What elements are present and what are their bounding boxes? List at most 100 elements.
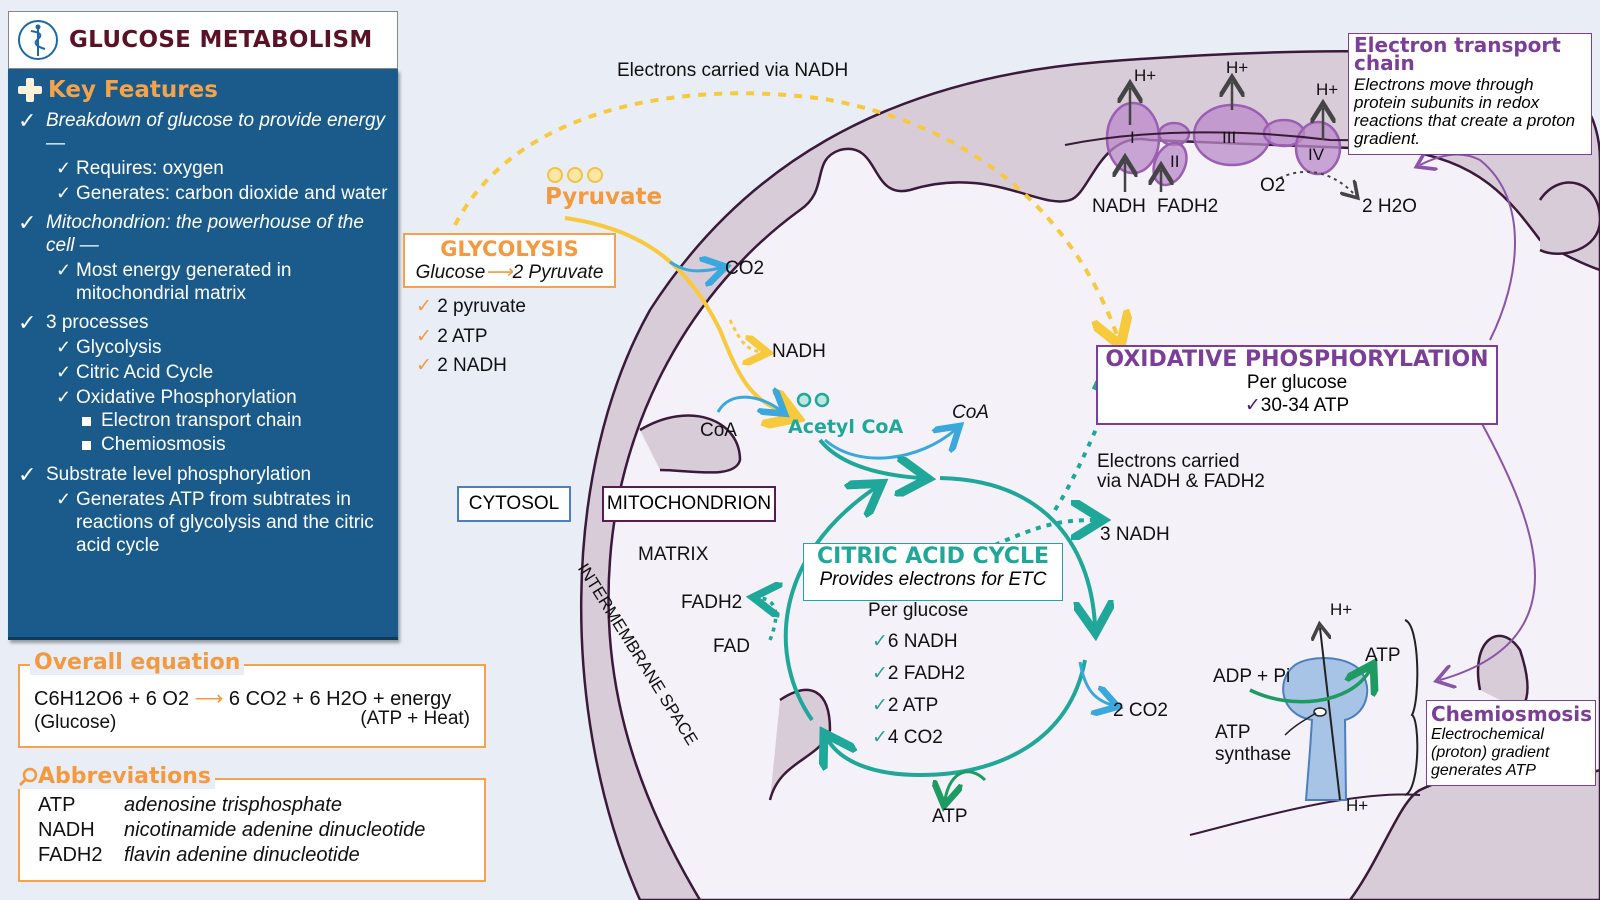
mitochondrion-label: MITOCHONDRION: [602, 486, 776, 522]
check-icon: ✓: [872, 663, 888, 684]
abbreviation-row: FADH2 flavin adenine dinucleotide: [38, 844, 360, 867]
glycolysis-yield: ✓ 2 pyruvate: [416, 295, 526, 318]
key-features-heading: Key Features: [18, 77, 388, 103]
abbr-meaning: adenosine trisphosphate: [124, 794, 342, 816]
abbreviations-heading: Abbreviations: [14, 764, 215, 789]
etc-box: Electron transport chain Electrons move …: [1348, 33, 1592, 155]
feature-subitem: ✓Generates: carbon dioxide and water: [56, 182, 388, 205]
fadh2-label: FADH2: [681, 592, 743, 613]
check-icon: ✓: [416, 296, 432, 317]
nadh-label: NADH: [772, 341, 826, 362]
etc-nadh-input-label: NADH: [1092, 196, 1146, 217]
abbr: ATP: [38, 794, 76, 816]
coa-input-label: CoA: [700, 420, 737, 441]
oxidative-phosphorylation-box: OXIDATIVE PHOSPHORYLATION Per glucose ✓3…: [1096, 345, 1498, 425]
feature-item: ✓ Breakdown of glucose to provide energy …: [18, 109, 388, 155]
abbr-meaning: nicotinamide adenine dinucleotide: [124, 819, 426, 841]
three-nadh-label: 3 NADH: [1100, 524, 1170, 545]
feature-subitem: ✓Oxidative Phosphorylation: [56, 386, 388, 409]
abbr: NADH: [38, 819, 95, 841]
atp-synthase: [1249, 619, 1419, 801]
complex-iii-label: III: [1222, 128, 1237, 147]
yield-text: 2 ATP: [887, 695, 939, 716]
citric-acid-cycle-box: CITRIC ACID CYCLE Provides electrons for…: [803, 543, 1063, 601]
plus-icon: [18, 78, 42, 102]
equation-reactants: C6H12O6 + 6 O2: [34, 688, 190, 710]
abbreviation-row: NADH nicotinamide adenine dinucleotide: [38, 819, 425, 842]
check-icon: ✓: [416, 355, 432, 376]
feature-text: 3 processes: [46, 312, 149, 333]
check-icon: ✓: [56, 158, 72, 178]
yield-text: 4 CO2: [887, 727, 943, 748]
chemiosmosis-description: Electrochemical (proton) gradient genera…: [1431, 726, 1550, 779]
citric-yield: ✓2 ATP: [872, 694, 938, 717]
subitem-text: Requires: oxygen: [76, 158, 224, 179]
nadh-electron-arc: [453, 91, 1118, 338]
chemiosmosis-title: Chemiosmosis: [1431, 702, 1593, 726]
yield-text: 2 ATP: [437, 326, 488, 347]
check-icon: ✓: [1244, 395, 1261, 416]
h-plus-label: H+: [1134, 66, 1157, 85]
check-icon: ✓: [872, 631, 888, 652]
coa-output-label: CoA: [952, 402, 989, 423]
citric-yield: ✓4 CO2: [872, 726, 943, 749]
reaction-arrow-icon: ⟶: [194, 688, 229, 710]
feature-subitem: ✓Requires: oxygen: [56, 157, 388, 180]
overall-equation-box: Overall equation C6H12O6 + 6 O2 ⟶ 6 CO2 …: [18, 650, 486, 748]
feature-text: Substrate level phosphorylation: [46, 464, 312, 485]
glycolysis-box: GLYCOLYSIS Glucose⟶2 Pyruvate: [403, 233, 616, 288]
atp-synthase-label: ATP synthase: [1215, 722, 1292, 765]
abbr-meaning: flavin adenine dinucleotide: [124, 844, 360, 866]
complex-ii-label: II: [1170, 152, 1180, 171]
glycolysis-reactant: Glucose: [415, 262, 486, 283]
h-plus-label: H+: [1226, 58, 1249, 77]
electrons-via-nadh-fadh2-label: Electrons carried via NADH & FADH2: [1097, 451, 1265, 492]
crista: [1538, 181, 1600, 255]
check-icon: ✓: [18, 210, 37, 235]
feature-subitem: ✓Generates ATP from subtrates in reactio…: [56, 488, 388, 557]
pyruvate-path: [564, 216, 790, 415]
h-plus-label: H+: [1316, 80, 1339, 99]
chemiosmosis-box: Chemiosmosis Electrochemical (proton) gr…: [1426, 700, 1596, 786]
glycolysis-title: GLYCOLYSIS: [440, 237, 579, 261]
check-icon: ✓: [56, 260, 72, 280]
fad-label: FAD: [713, 636, 750, 657]
oxphos-per-glucose: Per glucose: [1246, 372, 1348, 393]
feature-text: Mitochondrion: the powerhouse of the cel…: [46, 212, 364, 256]
synthase-atp-label: ATP: [1365, 645, 1401, 666]
crista: [639, 414, 742, 474]
page-title: GLUCOSE METABOLISM: [69, 27, 373, 53]
bullet-square-icon: [82, 417, 91, 426]
subitem-text: Generates: carbon dioxide and water: [76, 183, 388, 204]
glycolysis-product: 2 Pyruvate: [512, 262, 604, 283]
feature-subsubitem: Chemiosmosis: [82, 433, 388, 457]
abbr: FADH2: [38, 844, 103, 866]
feature-subitem: ✓Most energy generated in mitochondrial …: [56, 259, 388, 305]
feature-text: Breakdown of glucose to provide energy —: [46, 110, 386, 154]
caduceus-icon: [18, 20, 58, 60]
abbreviation-row: ATP adenosine trisphosphate: [38, 794, 342, 817]
feature-item: ✓ 3 processes: [18, 311, 388, 334]
yield-text: 6 NADH: [887, 631, 958, 652]
check-icon: ✓: [18, 310, 37, 335]
etc-description: Electrons move through protein subunits …: [1354, 75, 1576, 148]
check-icon: ✓: [872, 695, 888, 716]
check-icon: ✓: [56, 183, 72, 203]
abbreviations-box: Abbreviations ATP adenosine trisphosphate…: [14, 764, 486, 882]
equation-reactant-note: (Glucose): [34, 712, 117, 733]
yield-text: 2 pyruvate: [437, 296, 526, 317]
etc-fadh2-input-label: FADH2: [1157, 196, 1219, 217]
subsubitem-text: Chemiosmosis: [101, 434, 226, 455]
feature-subsubitem: Electron transport chain: [82, 409, 388, 433]
water-label: 2 H2O: [1362, 196, 1417, 217]
check-icon: ✓: [18, 462, 37, 487]
complex-i-label: I: [1130, 128, 1135, 147]
check-icon: ✓: [56, 489, 72, 509]
bullet-square-icon: [82, 441, 91, 450]
citric-yield: ✓2 FADH2: [872, 662, 965, 685]
subitem-text: Generates ATP from subtrates in reaction…: [76, 489, 374, 556]
cytosol-label: CYTOSOL: [457, 486, 571, 522]
check-icon: ✓: [18, 108, 37, 133]
magnifier-icon: [18, 767, 38, 786]
